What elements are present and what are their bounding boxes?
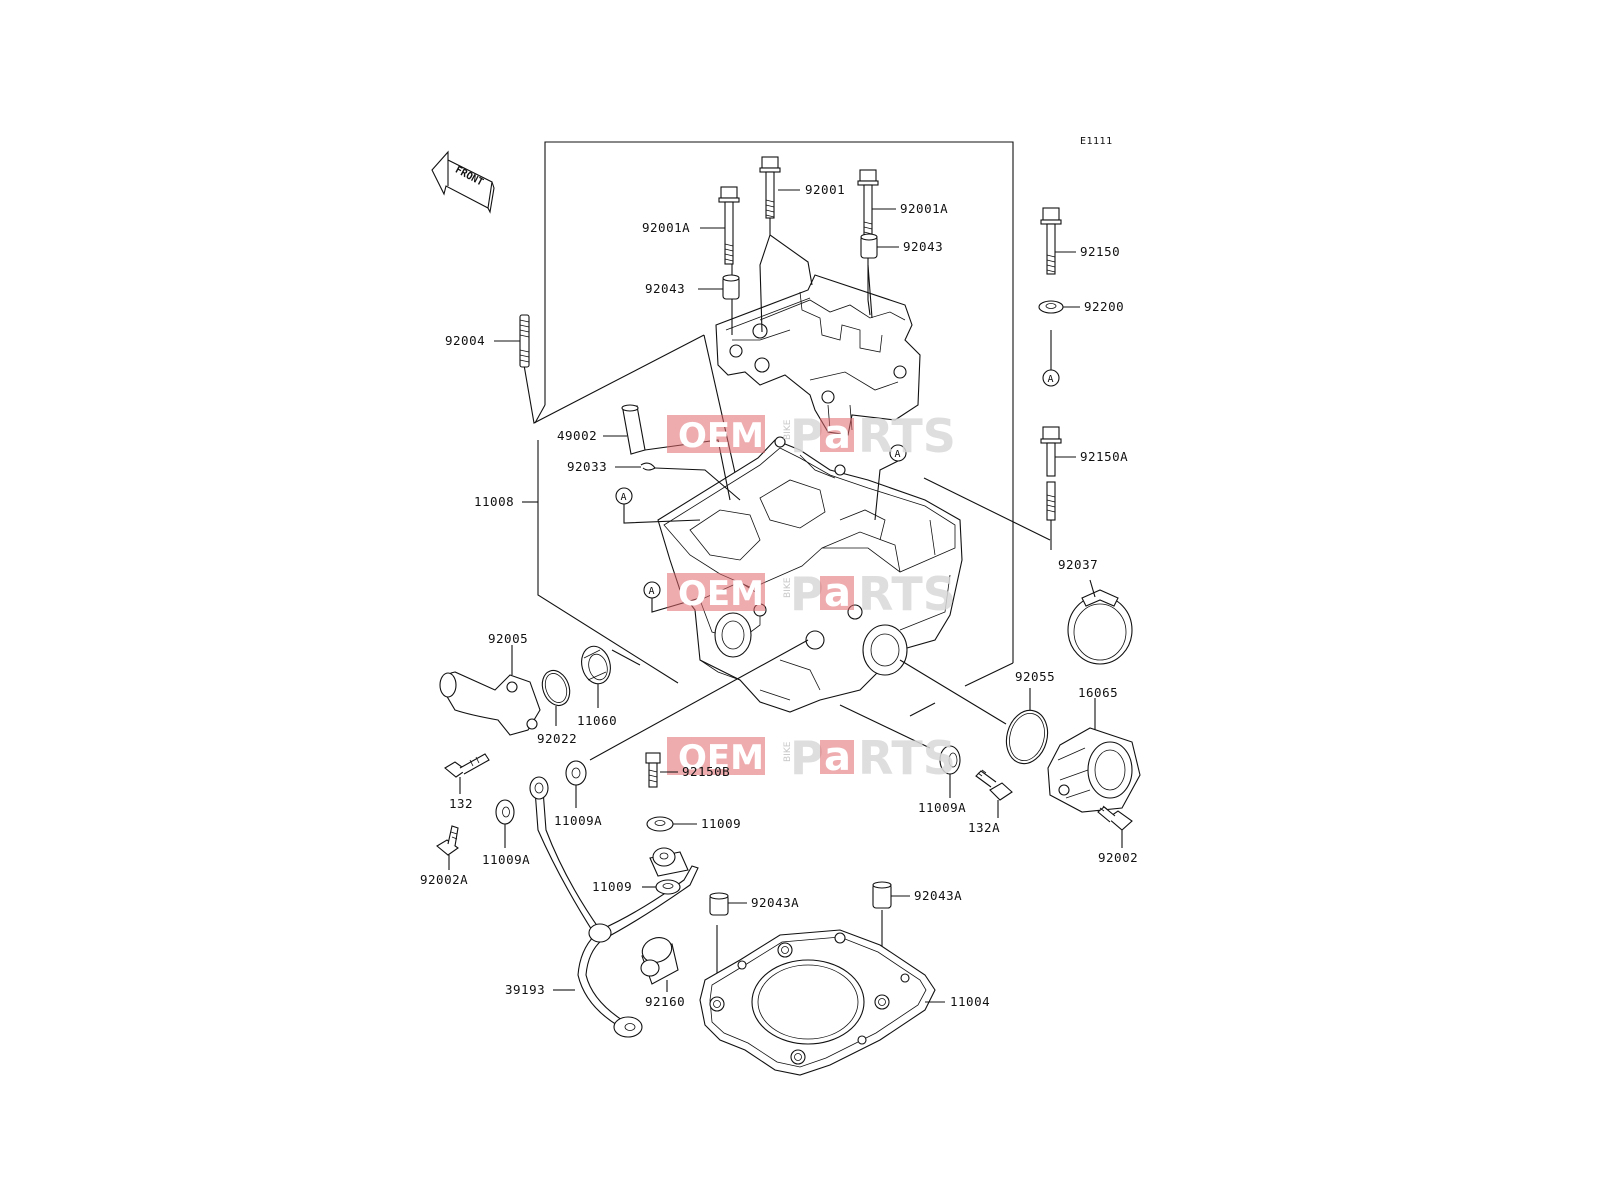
- dowel-pin-92043-left-icon: [722, 274, 740, 300]
- ref-marker-A-left-upper: A: [615, 487, 701, 524]
- svg-text:BIKE: BIKE: [783, 577, 793, 598]
- label-92005: 92005: [488, 631, 528, 646]
- bolt-92001A-left-icon: [718, 186, 740, 265]
- svg-text:OEM: OEM: [678, 738, 764, 778]
- washer-11009-lower-icon: [655, 879, 681, 895]
- washer-11009-icon: [646, 816, 674, 832]
- label-92043A-left: 92043A: [751, 895, 799, 910]
- label-11009A-mid: 11009A: [554, 813, 602, 828]
- washer-11009A-mid-icon: [565, 639, 809, 808]
- watermark-middle: OEM BIKE P a RTS: [667, 567, 956, 621]
- label-92150B: 92150B: [682, 764, 730, 779]
- pipe-49002-icon: [621, 404, 646, 455]
- clamp-92037-icon: [1067, 579, 1133, 665]
- label-11004: 11004: [950, 994, 990, 1009]
- svg-text:OEM: OEM: [678, 416, 764, 456]
- svg-text:RTS: RTS: [858, 731, 956, 785]
- joint-92005-icon: [439, 645, 541, 736]
- svg-text:a: a: [824, 734, 851, 780]
- label-92022: 92022: [537, 731, 577, 746]
- holder-16065-icon: [1047, 698, 1141, 813]
- clip-92033-icon: [640, 462, 656, 471]
- label-92001A-left: 92001A: [642, 220, 690, 235]
- svg-text:BIKE: BIKE: [783, 419, 793, 440]
- ref-marker-A-right-column: A: [1042, 330, 1060, 387]
- svg-text:a: a: [824, 570, 851, 616]
- label-11008: 11008: [474, 494, 514, 509]
- svg-text:A: A: [621, 492, 627, 503]
- svg-text:P: P: [790, 567, 824, 621]
- bolt-132-icon: [444, 753, 490, 794]
- bolt-92150B-icon: [645, 752, 661, 788]
- svg-text:RTS: RTS: [858, 409, 956, 463]
- front-arrow-icon: FRONT: [431, 150, 495, 214]
- leader-92150A: [923, 477, 1051, 541]
- label-11060: 11060: [577, 713, 617, 728]
- washer-11009A-left-icon: [495, 799, 515, 848]
- o-ring-92022-icon: [541, 669, 571, 726]
- svg-text:OEM: OEM: [678, 574, 764, 614]
- washer-11009A-right-icon: [839, 704, 961, 798]
- label-49002: 49002: [557, 428, 597, 443]
- damper-92160-icon: [640, 937, 679, 992]
- label-11009A-left: 11009A: [482, 852, 530, 867]
- ref-marker-A-upper-right: A: [874, 444, 907, 521]
- label-132A: 132A: [968, 820, 1000, 835]
- o-ring-92055-icon: [899, 659, 1049, 765]
- bolt-92002A-icon: [436, 825, 459, 870]
- bolt-92150-icon: [1040, 207, 1062, 275]
- label-92033: 92033: [567, 459, 607, 474]
- head-gasket-11004-icon: [699, 929, 945, 1076]
- label-11009: 11009: [701, 816, 741, 831]
- label-92043-right: 92043: [903, 239, 943, 254]
- svg-text:A: A: [649, 586, 655, 597]
- seal-11060-icon: [581, 645, 611, 708]
- svg-text:A: A: [1048, 374, 1054, 385]
- stud-92004-icon: [519, 314, 530, 368]
- label-92001A-right: 92001A: [900, 201, 948, 216]
- label-92043-left: 92043: [645, 281, 685, 296]
- bolt-92001-icon: [759, 156, 781, 219]
- diagram-code: E1111: [1080, 136, 1113, 147]
- oil-pipe-39193-icon: [529, 776, 699, 1038]
- label-11009A-right: 11009A: [918, 800, 966, 815]
- label-11009-lower: 11009: [592, 879, 632, 894]
- bolt-92150A-icon: [1040, 426, 1062, 521]
- label-92055: 92055: [1015, 669, 1055, 684]
- bolt-92002-icon: [1097, 805, 1133, 848]
- label-92160: 92160: [645, 994, 685, 1009]
- label-92004: 92004: [445, 333, 485, 348]
- washer-92200-icon: [1038, 300, 1064, 314]
- label-92002A: 92002A: [420, 872, 468, 887]
- svg-text:P: P: [790, 409, 824, 463]
- dowel-pin-92043-right-icon: [860, 233, 878, 259]
- bolt-132A-icon: [975, 769, 1013, 818]
- label-92200: 92200: [1084, 299, 1124, 314]
- label-92002: 92002: [1098, 850, 1138, 865]
- part-labels: 92001 92001A 92001A 92043 92043 92004 49…: [420, 182, 1138, 1009]
- svg-text:A: A: [895, 449, 901, 460]
- label-92150: 92150: [1080, 244, 1120, 259]
- watermark-lower: OEM BIKE P a RTS: [667, 731, 956, 785]
- dowel-pin-92043A-left-icon: [709, 892, 729, 1000]
- label-39193: 39193: [505, 982, 545, 997]
- svg-text:RTS: RTS: [858, 567, 956, 621]
- label-16065: 16065: [1078, 685, 1118, 700]
- label-92001: 92001: [805, 182, 845, 197]
- svg-text:P: P: [790, 731, 824, 785]
- label-92043A-right: 92043A: [914, 888, 962, 903]
- svg-text:a: a: [824, 412, 851, 458]
- bolt-92001A-right-icon: [857, 169, 879, 240]
- label-132: 132: [449, 796, 473, 811]
- watermark-upper: OEM BIKE P a RTS: [667, 409, 956, 463]
- label-92037: 92037: [1058, 557, 1098, 572]
- svg-text:BIKE: BIKE: [783, 741, 793, 762]
- label-92150A: 92150A: [1080, 449, 1128, 464]
